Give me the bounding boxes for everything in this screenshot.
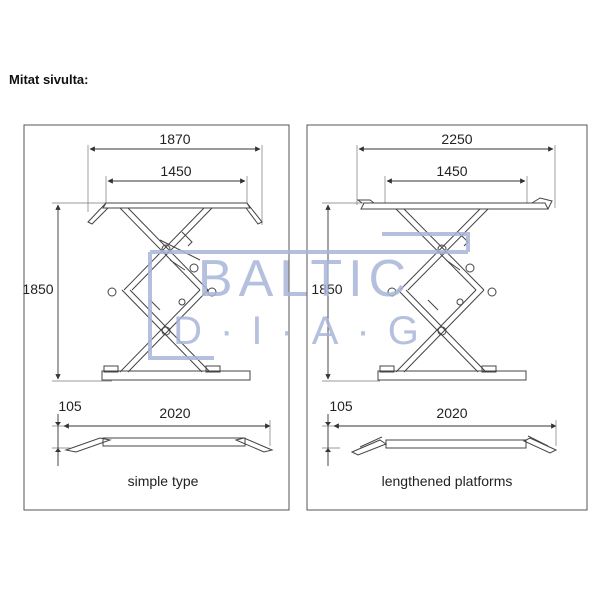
watermark-line2: D·I·A·G xyxy=(173,309,437,353)
panel-frame xyxy=(306,124,588,511)
platform-width-label: 1450 xyxy=(160,163,191,179)
base-length-label: 2020 xyxy=(436,405,467,421)
watermark-line1: BALTIC xyxy=(198,250,412,308)
lift-raised-view xyxy=(87,202,263,381)
caption-lengthened-platforms: lengthened platforms xyxy=(382,473,513,489)
caption-simple-type: simple type xyxy=(128,473,199,489)
page-heading: Mitat sivulta: xyxy=(9,72,89,87)
lift-raised-view xyxy=(356,197,553,381)
overall-width-label: 1870 xyxy=(159,131,190,147)
height-label: 1850 xyxy=(311,281,342,297)
lift-lowered-view xyxy=(64,437,274,453)
base-length-label: 2020 xyxy=(159,405,190,421)
ramp-height-label: 105 xyxy=(329,398,353,414)
ramp-height-label: 105 xyxy=(58,398,82,414)
panel-frame xyxy=(23,124,290,511)
overall-width-label: 2250 xyxy=(441,131,472,147)
panel-simple-type: 1870 1450 1850 xyxy=(22,124,290,511)
panel-lengthened-platforms: 2250 1450 1850 xyxy=(306,124,588,511)
baltic-diag-watermark-logo: BALTIC D·I·A·G xyxy=(148,232,470,360)
height-label: 1850 xyxy=(22,281,53,297)
lift-lowered-view xyxy=(350,435,558,456)
platform-width-label: 1450 xyxy=(436,163,467,179)
